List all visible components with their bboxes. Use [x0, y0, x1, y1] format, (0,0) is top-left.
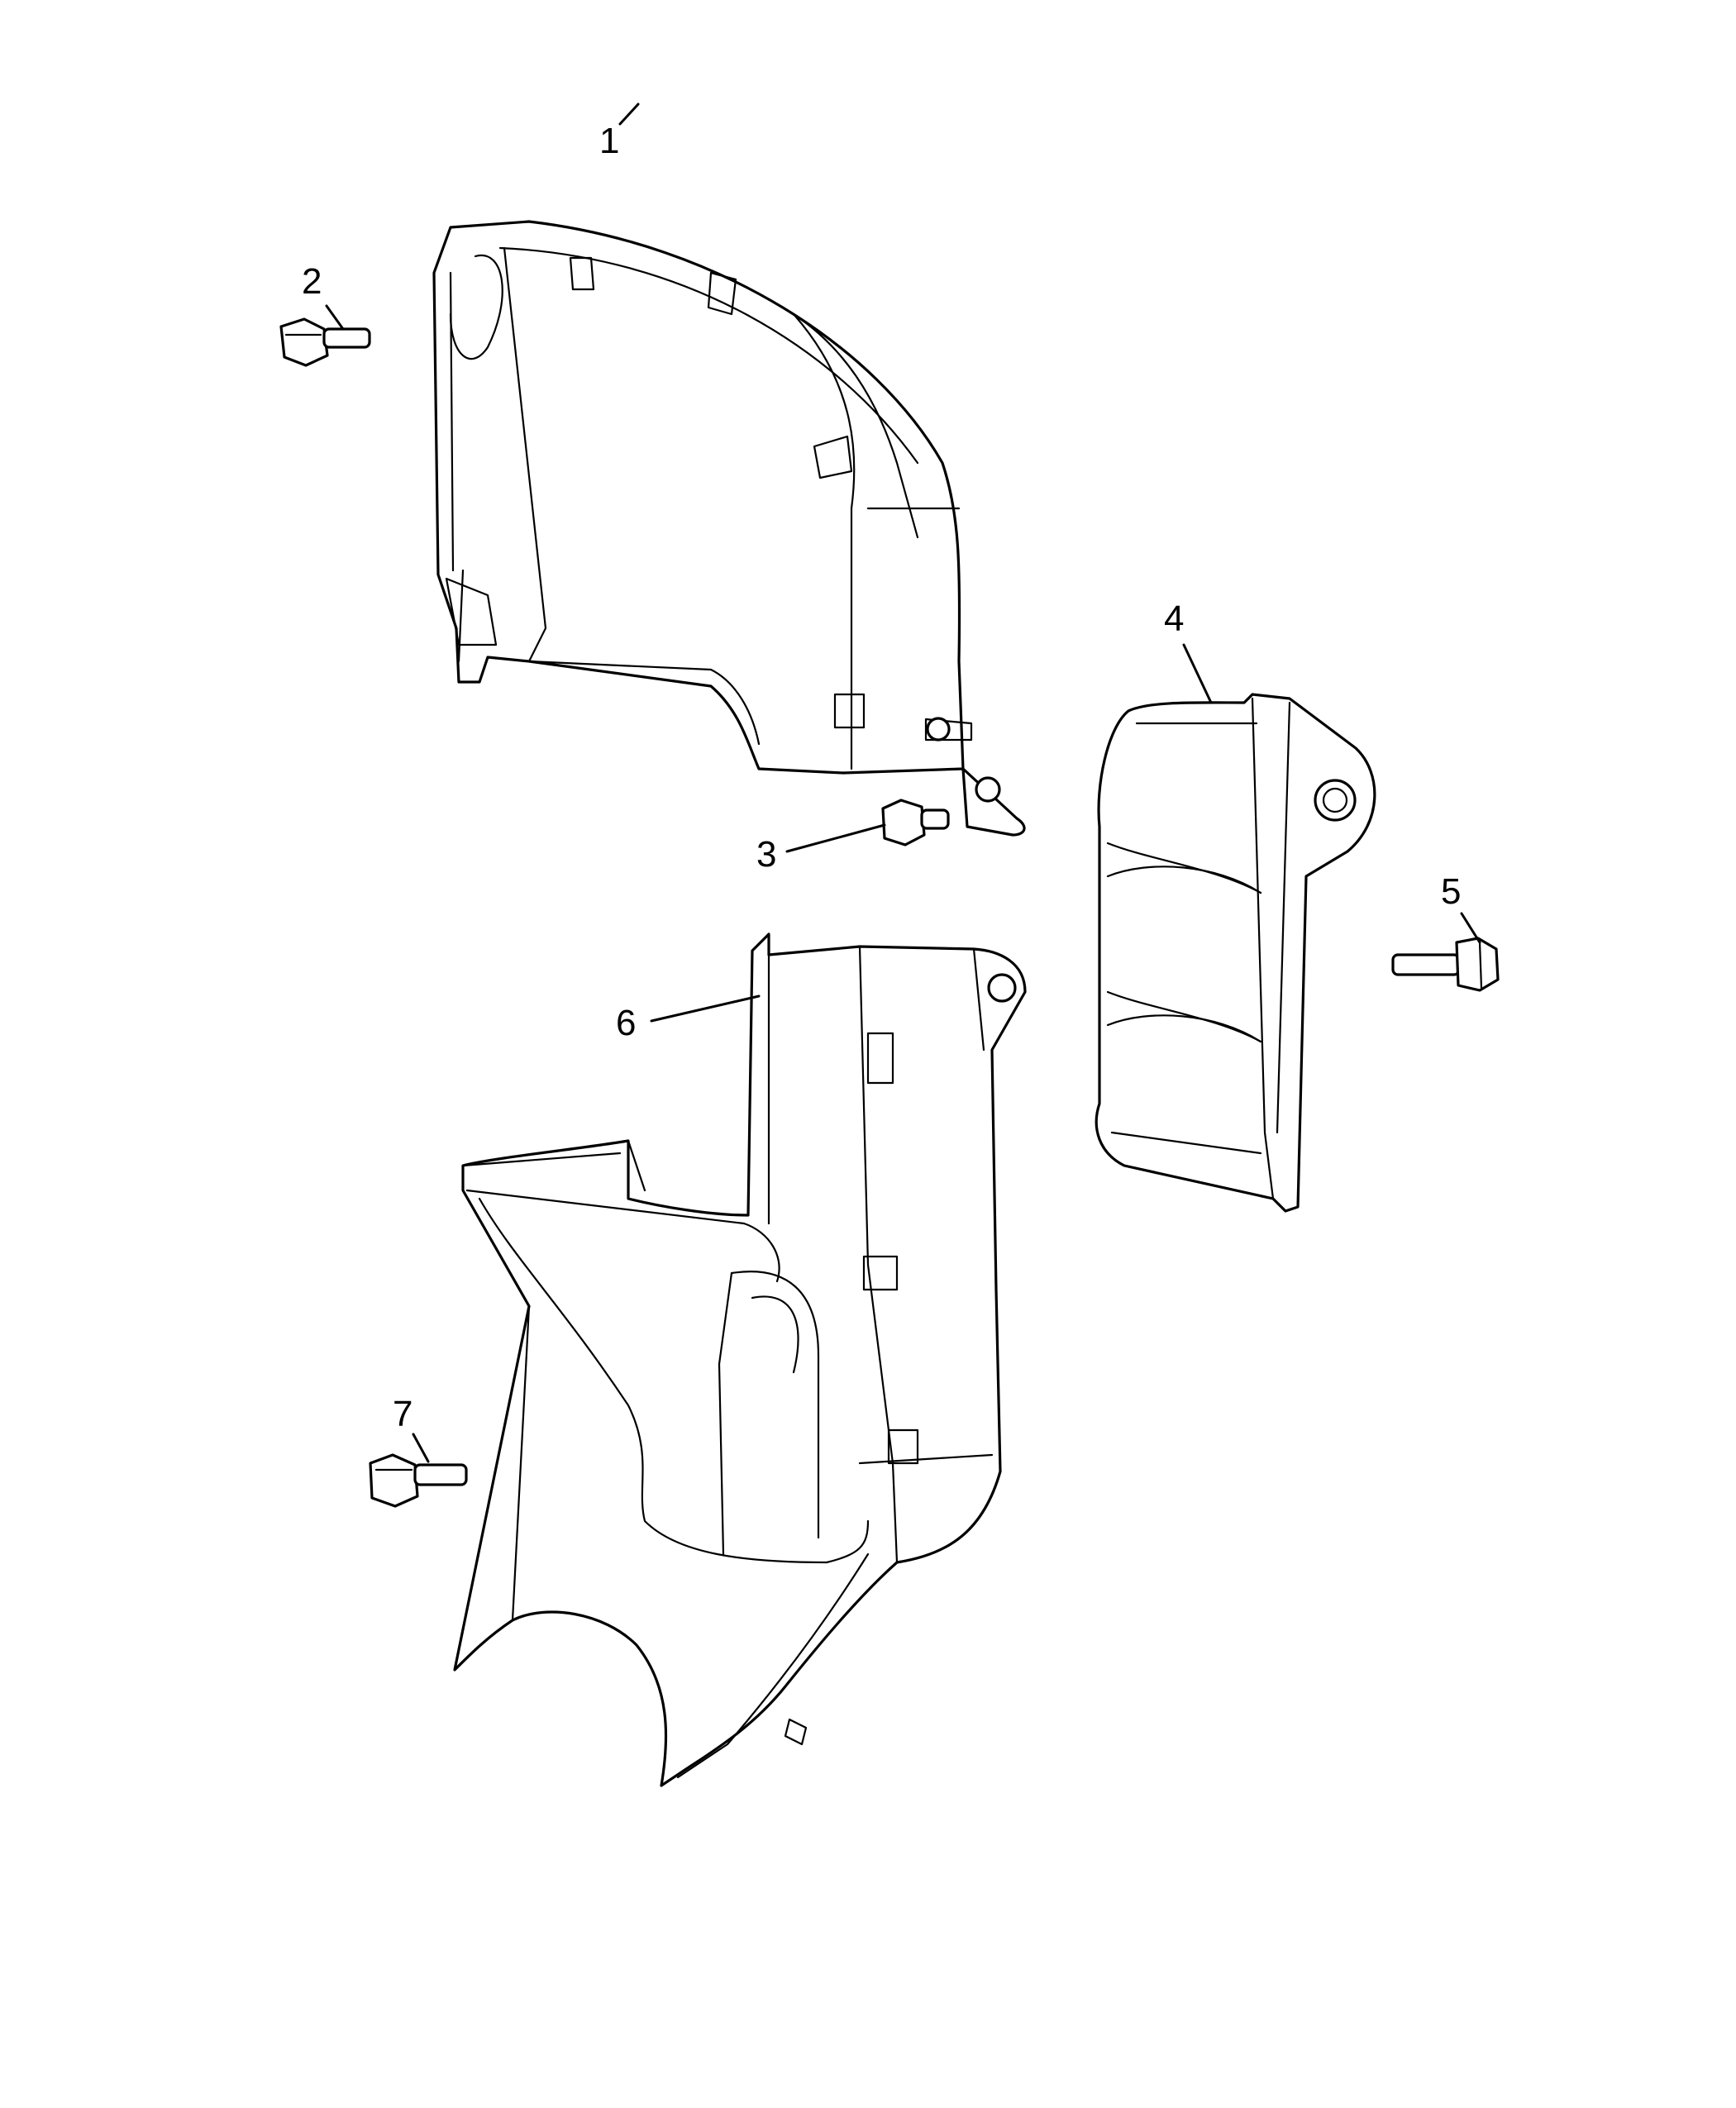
bolt-2[interactable] — [279, 317, 371, 367]
callout-7: 7 — [393, 1394, 413, 1434]
callout-5: 5 — [1441, 871, 1461, 912]
upper-timing-cover[interactable] — [432, 220, 1026, 837]
callout-3: 3 — [756, 834, 776, 875]
leader-line-1 — [618, 103, 640, 126]
leader-line-4 — [1182, 643, 1213, 704]
leader-line-7 — [412, 1433, 430, 1463]
callout-6: 6 — [616, 1003, 636, 1043]
leader-line-5 — [1460, 912, 1481, 944]
callout-4: 4 — [1164, 599, 1184, 639]
bolt-7[interactable] — [369, 1453, 468, 1508]
leader-line-3 — [785, 823, 886, 853]
bolt-5[interactable] — [1391, 937, 1500, 992]
bolt-3[interactable] — [881, 799, 950, 847]
lower-timing-cover[interactable] — [453, 932, 1027, 1787]
callout-2: 2 — [302, 261, 322, 302]
callout-1: 1 — [599, 121, 619, 161]
inner-timing-cover[interactable] — [1095, 693, 1376, 1213]
leader-line-2 — [325, 304, 345, 331]
leader-line-6 — [650, 994, 761, 1023]
